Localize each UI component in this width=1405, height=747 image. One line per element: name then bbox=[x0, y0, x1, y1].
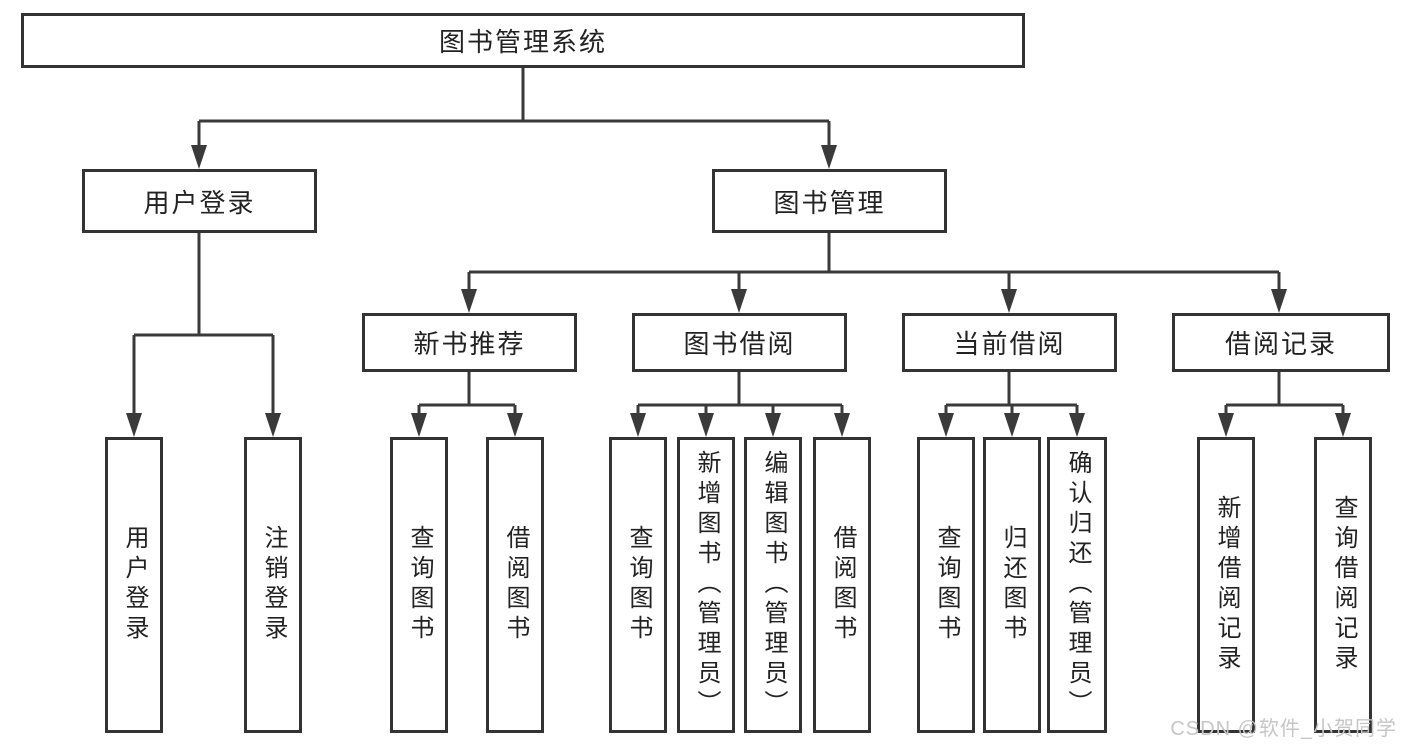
arrow-icon bbox=[1069, 413, 1085, 437]
leaf-borrowing-borrow-books-label: 借阅图书 bbox=[829, 525, 856, 645]
node-user-login-label: 用户登录 bbox=[143, 187, 256, 218]
node-user-login-branch: 用户登录 bbox=[82, 169, 317, 233]
node-borrow-records-label: 借阅记录 bbox=[1224, 329, 1337, 359]
leaf-recommend-borrow-books-label: 借阅图书 bbox=[502, 525, 529, 645]
arrow-icon bbox=[698, 413, 714, 437]
leaf-borrowing-query-books: 查询图书 bbox=[609, 437, 667, 733]
node-book-management-label: 图书管理 bbox=[773, 187, 886, 218]
leaf-borrowing-add-books-admin: 新增图书（管理员） bbox=[677, 437, 735, 733]
node-root-label: 图书管理系统 bbox=[438, 27, 607, 57]
leaf-logout-label: 注销登录 bbox=[260, 525, 287, 645]
leaf-recommend-query-books-label: 查询图书 bbox=[406, 525, 433, 645]
leaf-current-query-books: 查询图书 bbox=[917, 437, 975, 733]
leaf-records-add-borrow-record: 新增借阅记录 bbox=[1197, 437, 1255, 733]
arrow-icon bbox=[1004, 413, 1020, 437]
leaf-current-confirm-return-admin-label: 确认归还（管理员） bbox=[1064, 450, 1091, 720]
node-root-system: 图书管理系统 bbox=[21, 13, 1025, 68]
leaf-borrowing-edit-books-admin: 编辑图书（管理员） bbox=[744, 437, 802, 733]
node-book-borrowing: 图书借阅 bbox=[632, 313, 847, 372]
leaf-user-login: 用户登录 bbox=[105, 437, 163, 733]
csdn-watermark: CSDN @软件_小贺同学 bbox=[1170, 718, 1397, 740]
arrow-icon bbox=[630, 413, 646, 437]
leaf-recommend-query-books: 查询图书 bbox=[390, 437, 448, 733]
node-new-book-recommend: 新书推荐 bbox=[362, 313, 577, 372]
node-new-book-recommend-label: 新书推荐 bbox=[413, 329, 526, 359]
leaf-current-return-books-label: 归还图书 bbox=[999, 525, 1026, 645]
arrow-icon bbox=[1271, 289, 1287, 313]
leaf-borrowing-borrow-books: 借阅图书 bbox=[813, 437, 871, 733]
arrow-icon bbox=[411, 413, 427, 437]
node-book-borrowing-label: 图书借阅 bbox=[683, 329, 796, 359]
leaf-records-query-borrow-record: 查询借阅记录 bbox=[1314, 437, 1372, 733]
node-borrow-records: 借阅记录 bbox=[1172, 313, 1390, 372]
leaf-logout: 注销登录 bbox=[244, 437, 302, 733]
arrow-icon bbox=[461, 289, 477, 313]
arrow-icon bbox=[1001, 289, 1017, 313]
leaf-records-add-borrow-record-label: 新增借阅记录 bbox=[1213, 495, 1240, 675]
arrow-icon bbox=[834, 413, 850, 437]
arrow-icon bbox=[731, 289, 747, 313]
arrow-icon bbox=[126, 413, 142, 437]
leaf-records-query-borrow-record-label: 查询借阅记录 bbox=[1330, 495, 1357, 675]
leaf-borrowing-edit-books-admin-label: 编辑图书（管理员） bbox=[760, 450, 787, 720]
leaf-recommend-borrow-books: 借阅图书 bbox=[486, 437, 544, 733]
node-current-borrowing: 当前借阅 bbox=[902, 313, 1117, 372]
arrow-icon bbox=[1335, 413, 1351, 437]
leaf-current-query-books-label: 查询图书 bbox=[933, 525, 960, 645]
arrow-icon bbox=[265, 413, 281, 437]
node-book-management-branch: 图书管理 bbox=[712, 169, 947, 233]
leaf-borrowing-add-books-admin-label: 新增图书（管理员） bbox=[693, 450, 720, 720]
arrow-icon bbox=[821, 145, 837, 169]
node-current-borrowing-label: 当前借阅 bbox=[953, 329, 1066, 359]
leaf-current-confirm-return-admin: 确认归还（管理员） bbox=[1047, 437, 1107, 733]
arrow-icon bbox=[938, 413, 954, 437]
leaf-borrowing-query-books-label: 查询图书 bbox=[625, 525, 652, 645]
arrow-icon bbox=[507, 413, 523, 437]
leaf-current-return-books: 归还图书 bbox=[983, 437, 1041, 733]
arrow-icon bbox=[191, 145, 207, 169]
arrow-icon bbox=[765, 413, 781, 437]
arrow-icon bbox=[1218, 413, 1234, 437]
leaf-user-login-label: 用户登录 bbox=[121, 525, 148, 645]
